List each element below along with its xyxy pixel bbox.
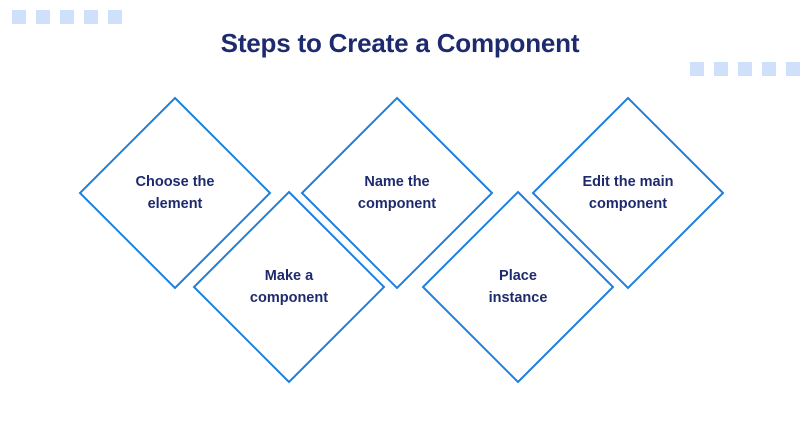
decorative-square <box>84 10 98 24</box>
decorative-squares-top-right <box>690 62 800 76</box>
diamond-outline-icon <box>78 96 272 290</box>
decorative-square <box>762 62 776 76</box>
page-title: Steps to Create a Component <box>220 28 580 58</box>
diamond-outline-icon <box>300 96 494 290</box>
diamond-outline-icon <box>421 190 615 384</box>
decorative-square <box>786 62 800 76</box>
decorative-square <box>12 10 26 24</box>
diamond-outline-icon <box>192 190 386 384</box>
decorative-square <box>108 10 122 24</box>
decorative-squares-top-left <box>12 10 132 24</box>
decorative-square <box>714 62 728 76</box>
decorative-square <box>738 62 752 76</box>
decorative-square <box>60 10 74 24</box>
diamond-outline-icon <box>531 96 725 290</box>
decorative-square <box>690 62 704 76</box>
decorative-square <box>36 10 50 24</box>
